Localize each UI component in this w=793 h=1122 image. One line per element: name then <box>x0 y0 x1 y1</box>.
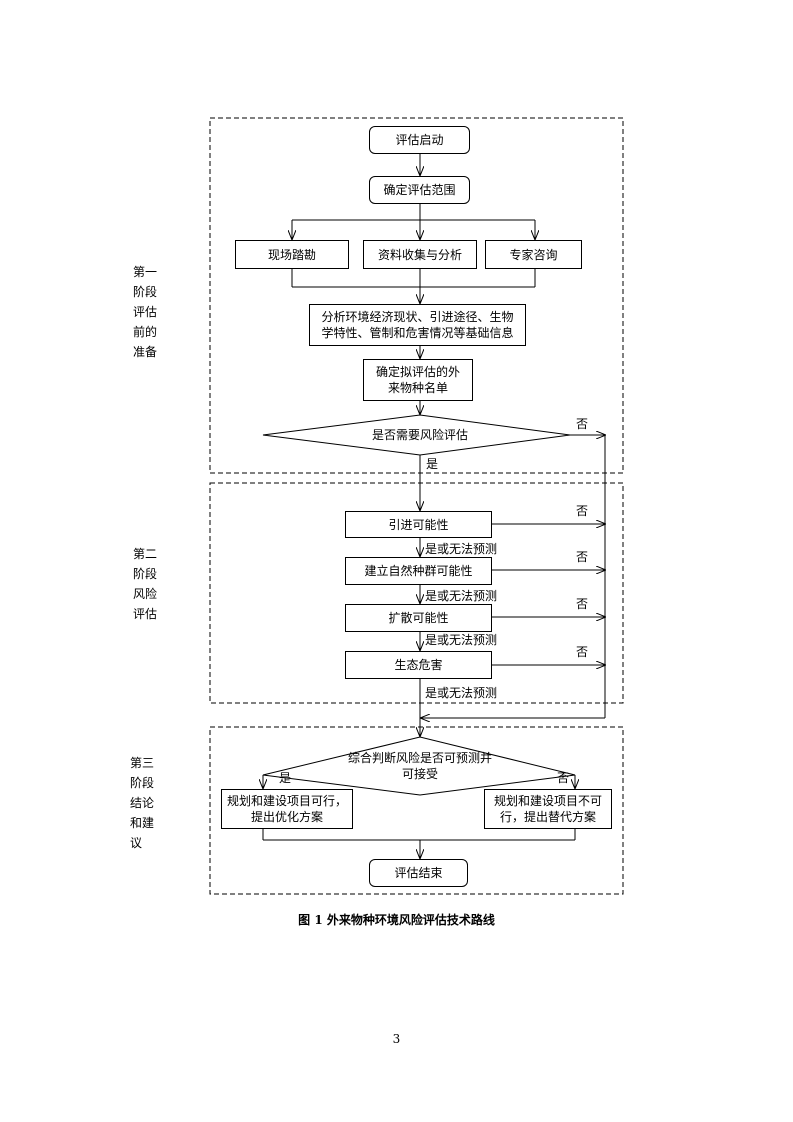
establish-node: 建立自然种群可能性 <box>345 557 492 585</box>
establish-no-label: 否 <box>576 550 589 564</box>
final-decision-text: 综合判断风险是否可预测并 可接受 <box>347 751 492 781</box>
expert-node: 专家咨询 <box>485 240 582 269</box>
introduction-node: 引进可能性 <box>345 511 492 538</box>
stage3-label: 第三 阶段 结论 和建 议 <box>130 756 155 850</box>
stage2-frame <box>209 482 624 704</box>
harm-node: 生态危害 <box>345 651 492 679</box>
analyze-node: 分析环境经济现状、引进途径、生物 学特性、管制和危害情况等基础信息 <box>309 304 526 346</box>
page-number: 3 <box>392 1032 401 1046</box>
start-node: 评估启动 <box>369 126 470 154</box>
harm-yes-label: 是或无法预测 <box>425 686 498 700</box>
spread-yes-label: 是或无法预测 <box>425 633 498 647</box>
collect-node: 资料收集与分析 <box>363 240 477 269</box>
feasible-node: 规划和建设项目可行， 提出优化方案 <box>221 789 353 829</box>
stage3-frame <box>209 726 624 895</box>
stage1-label: 第一 阶段 评估 前的 准备 <box>133 265 158 359</box>
survey-node: 现场踏勘 <box>235 240 349 269</box>
final-decision-yes-label: 是 <box>279 771 292 785</box>
figure-caption: 图 1 外来物种环境风险评估技术路线 <box>298 913 495 927</box>
need-decision-no-label: 否 <box>576 417 589 431</box>
need-decision-text: 是否需要风险评估 <box>371 428 468 442</box>
spread-no-label: 否 <box>576 597 589 611</box>
spread-node: 扩散可能性 <box>345 604 492 632</box>
end-node: 评估结束 <box>369 859 468 887</box>
introduction-yes-label: 是或无法预测 <box>425 542 498 556</box>
final-decision-no-label: 否 <box>557 771 570 785</box>
introduction-no-label: 否 <box>576 504 589 518</box>
scope-node: 确定评估范围 <box>369 176 470 204</box>
stage2-label: 第二 阶段 风险 评估 <box>133 547 158 621</box>
harm-no-label: 否 <box>576 645 589 659</box>
establish-yes-label: 是或无法预测 <box>425 589 498 603</box>
list-node: 确定拟评估的外 来物种名单 <box>363 359 473 401</box>
need-decision-yes-label: 是 <box>426 457 439 471</box>
infeasible-node: 规划和建设项目不可 行，提出替代方案 <box>484 789 612 829</box>
